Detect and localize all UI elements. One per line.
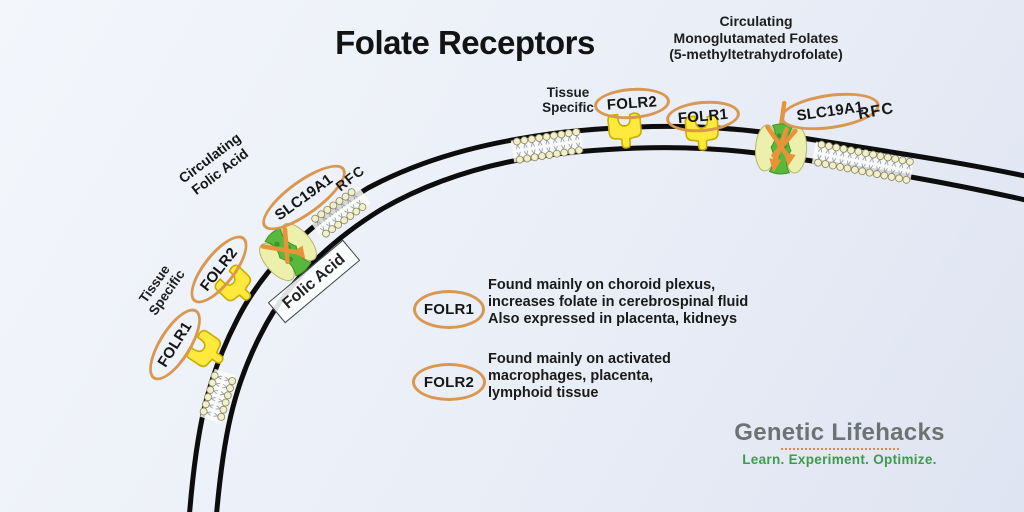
cell-membrane-outer-line — [187, 123, 1024, 512]
arrow-down-head — [769, 158, 782, 173]
slc19a1-transporter-icon-right — [754, 100, 810, 175]
folr2-description-text: Found mainly on activated macrophages, p… — [488, 351, 671, 401]
genetic-lifehacks-logo: Genetic Lifehacks Learn. Experiment. Opt… — [712, 419, 967, 467]
tissue-specific-label-top: Tissue Specific — [542, 85, 594, 115]
folr2-description-oval: FOLR2 — [412, 363, 486, 401]
circulating-monoglutamated-folates-label: Circulating Monoglutamated Folates (5-me… — [669, 13, 843, 62]
phospholipid-bilayer-patches — [199, 128, 915, 424]
page-title: Folate Receptors — [335, 24, 595, 61]
logo-dotted-divider — [780, 448, 899, 450]
folr1-description-oval: FOLR1 — [413, 290, 485, 329]
logo-name: Genetic Lifehacks — [734, 419, 945, 446]
logo-tagline: Learn. Experiment. Optimize. — [742, 452, 937, 467]
folr1-description-text: Found mainly on choroid plexus, increase… — [488, 277, 749, 327]
